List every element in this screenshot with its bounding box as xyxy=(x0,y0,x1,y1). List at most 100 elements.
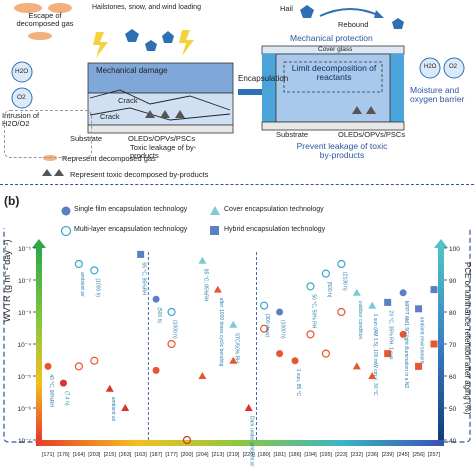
retention-point xyxy=(415,305,423,313)
point-annotation: (500 h) xyxy=(326,282,332,298)
h2o-label-right: H2O xyxy=(424,64,437,70)
legend-markers xyxy=(60,206,220,237)
lightning-icon xyxy=(179,30,194,56)
point-annotation: outdoor condition xyxy=(357,301,363,340)
x-tick-label: [245] xyxy=(397,452,410,458)
toxic-triangle xyxy=(366,106,376,114)
damaged-layer xyxy=(87,62,234,94)
x-tick-label: [215] xyxy=(104,452,117,458)
y2-tick-label: 60 xyxy=(449,374,457,381)
wvtr-chart: 10⁻¹10⁻²10⁻³10⁻⁴10⁻⁵10⁻⁶10⁻⁷100908070605… xyxy=(3,228,471,467)
point-annotation: (1000 h) xyxy=(94,278,100,297)
wvtr-point xyxy=(306,330,315,339)
toxic-leak-label: Toxic leakage of by-products xyxy=(130,143,197,161)
retention-point xyxy=(167,307,176,317)
retention-point xyxy=(74,259,83,269)
encapsulation-label: Encapsulation xyxy=(238,74,289,83)
x-tick-label: [232] xyxy=(351,452,364,458)
point-annotation: ambient environment xyxy=(419,317,425,364)
limit-box xyxy=(283,61,383,93)
legend-cover-marker xyxy=(210,206,220,215)
o2-molecule-icon xyxy=(11,87,33,109)
substrate-label: Substrate xyxy=(70,134,103,143)
cover-glass-label: Cover glass xyxy=(318,46,353,53)
chart-legend: Single film encapsulation technology Cov… xyxy=(60,204,380,240)
x-tick-label: [163] xyxy=(135,452,148,458)
x-tick-label: [219] xyxy=(227,452,240,458)
retention-point xyxy=(368,301,377,309)
y2-tick-label: 90 xyxy=(449,278,457,285)
retention-point xyxy=(430,286,438,294)
retention-point xyxy=(337,259,346,269)
intrusion-label: Intrusion of H2O/O2 xyxy=(2,111,40,129)
y2-tick-label: 100 xyxy=(449,246,460,253)
substrate-layer xyxy=(261,121,405,131)
point-annotation: STC/50% RH xyxy=(233,333,239,363)
x-tick-label: [181] xyxy=(273,452,286,458)
limit-decomp-label: Limit decomposition of reactants xyxy=(291,63,377,83)
rebound-label: Rebound xyxy=(338,20,369,29)
wvtr-point xyxy=(121,404,130,411)
hail-icon xyxy=(300,5,314,18)
x-tick-label: [164] xyxy=(73,452,86,458)
wvtr-point xyxy=(368,372,377,379)
prevent-leak-label: Prevent leakage of toxic by-products xyxy=(296,141,388,161)
point-annotation: 1 sun, 85 °C xyxy=(295,369,301,397)
legend-toxic-icon xyxy=(54,169,64,176)
hail-label-right: Hail xyxy=(280,4,293,13)
right-axis-bar xyxy=(438,248,444,440)
retention-point xyxy=(321,269,331,278)
wvtr-point xyxy=(352,362,361,370)
legend-hybrid-label: Hybrid encapsulation technology xyxy=(224,226,326,233)
x-tick-label: [194] xyxy=(304,452,317,458)
legend-multi-label: Multi-layer encapsulation technology xyxy=(74,226,188,233)
x-tick-label: [257] xyxy=(428,452,441,458)
point-annotation: 65 °C, 85%RH xyxy=(141,262,147,295)
wvtr-point xyxy=(276,350,284,358)
toxic-triangle xyxy=(175,110,185,118)
point-annotation: ambient air xyxy=(79,272,85,297)
wvtr-point xyxy=(74,362,83,371)
wvtr-point xyxy=(399,330,407,338)
substrate-label-right: Substrate xyxy=(276,130,309,139)
gas-cloud xyxy=(48,3,72,13)
gas-cloud xyxy=(14,3,42,13)
retention-point xyxy=(306,282,315,291)
toxic-triangle xyxy=(352,106,362,114)
wvtr-point xyxy=(59,379,67,387)
crack-label: Crack xyxy=(100,112,120,121)
wvtr-point xyxy=(182,435,192,445)
y-tick-label: 10⁻² xyxy=(18,278,32,285)
legend-single-label: Single film encapsulation technology xyxy=(74,206,188,213)
x-tick-label: [223] xyxy=(335,452,348,458)
wvtr-point xyxy=(430,340,438,348)
adhesive-right xyxy=(390,54,404,122)
retention-point xyxy=(352,288,361,296)
y-tick-label: 10⁻⁴ xyxy=(18,342,32,349)
x-tick-label: [236] xyxy=(366,452,379,458)
x-tick-label: [220] xyxy=(243,452,256,458)
x-tick-label: [263] xyxy=(119,452,132,458)
wvtr-point xyxy=(229,356,238,364)
wvtr-point xyxy=(291,357,299,365)
right-axis-arrow xyxy=(434,239,448,248)
mech-protection-label: Mechanical protection xyxy=(290,33,373,43)
y-tick-label: 10⁻⁷ xyxy=(18,438,32,445)
device-label-right: OLEDs/OPVs/PSCs xyxy=(338,130,406,139)
point-annotation: 23 °C, 35% RH, 1 sun xyxy=(388,310,394,359)
retention-point xyxy=(399,289,407,297)
y2-tick-label: 50 xyxy=(449,406,457,413)
gas-label: Escape of decomposed gas xyxy=(16,11,74,29)
legend-toxic-icon xyxy=(42,169,52,176)
x-tick-label: [256] xyxy=(412,452,425,458)
left-axis-arrow xyxy=(32,239,46,248)
h2o-molecule-icon xyxy=(419,57,441,79)
legend-hybrid-marker xyxy=(210,226,219,235)
arrow-head xyxy=(374,10,384,18)
point-annotation: (1000 h) xyxy=(172,320,178,339)
retention-point xyxy=(137,250,145,258)
retention-point xyxy=(152,295,160,303)
point-annotation: (300 days) xyxy=(264,314,270,338)
y2-tick-label: 70 xyxy=(449,342,457,349)
retention-point xyxy=(276,308,284,316)
